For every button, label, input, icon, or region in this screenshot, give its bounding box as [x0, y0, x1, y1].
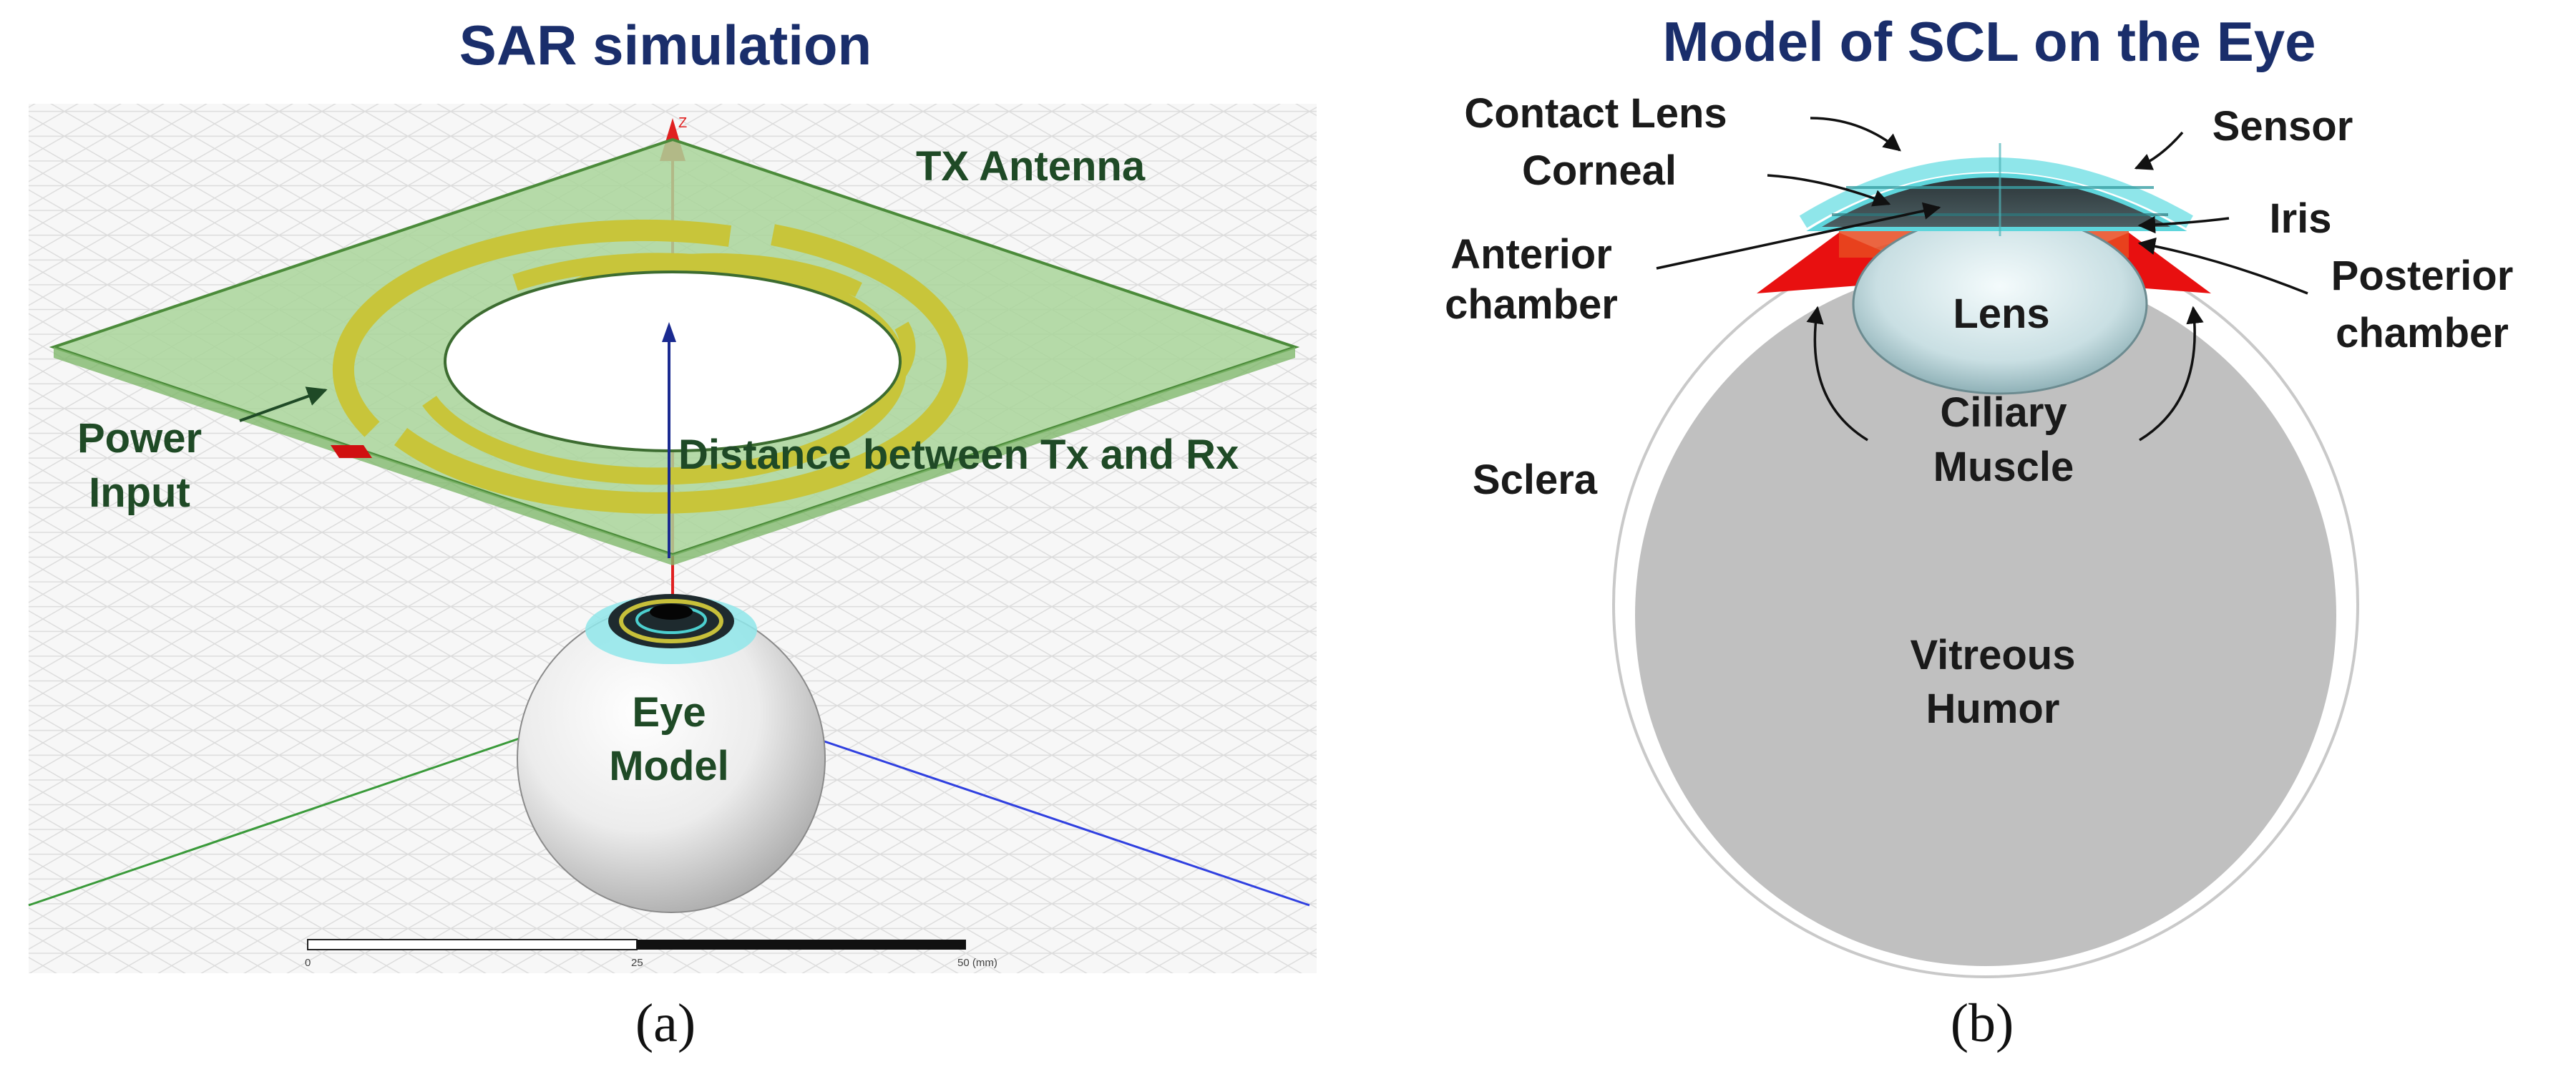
scale-tick-50: 50 (mm): [957, 957, 997, 969]
sensor-label: Sensor: [2212, 103, 2353, 150]
iris-label: Iris: [2269, 195, 2331, 242]
ciliary-muscle-label-line1: Ciliary: [1940, 389, 2067, 436]
lens-label: Lens: [1953, 291, 2049, 337]
contact-lens-label: Contact Lens: [1464, 90, 1727, 137]
eye-model-label-line2: Model: [609, 743, 729, 789]
anterior-chamber-label-line1: Anterior: [1450, 231, 1612, 278]
eye-model-label-line1: Eye: [632, 689, 706, 736]
panel-a-caption: (a): [635, 993, 696, 1053]
distance-label: Distance between Tx and Rx: [678, 432, 1239, 478]
scale-bar-black: [637, 940, 966, 950]
vitreous-humor-label-line1: Vitreous: [1910, 632, 2075, 678]
anterior-chamber-label-line2: chamber: [1445, 281, 1618, 328]
tx-antenna-label: TX Antenna: [916, 143, 1146, 190]
z-axis-label: Z: [678, 115, 687, 131]
panel-b-title: Model of SCL on the Eye: [1663, 10, 2316, 73]
contact-lens-arrow: [1810, 118, 1900, 150]
panel-a: Z 0 25 5: [29, 14, 1317, 1053]
ciliary-muscle-label-line2: Muscle: [1933, 444, 2074, 490]
posterior-chamber-label-line2: chamber: [2336, 310, 2509, 356]
panel-b: Model of SCL on the Eye Contact Lens Sen…: [1445, 10, 2513, 1053]
power-input-label-line2: Input: [89, 469, 190, 516]
scale-bar-white: [308, 940, 637, 950]
eye-pupil: [650, 604, 693, 620]
sclera-label: Sclera: [1473, 457, 1598, 503]
panel-a-title: SAR simulation: [459, 14, 872, 77]
scale-tick-25: 25: [631, 957, 643, 969]
vitreous-humor-label-line2: Humor: [1926, 686, 2060, 732]
sensor-arrow: [2136, 132, 2182, 168]
scale-tick-0: 0: [305, 957, 311, 969]
antenna-center-hole: [445, 272, 900, 451]
corneal-label: Corneal: [1522, 147, 1677, 194]
posterior-chamber-label-line1: Posterior: [2331, 253, 2514, 299]
panel-b-caption: (b): [1951, 993, 2014, 1053]
power-input-label-line1: Power: [77, 415, 202, 462]
